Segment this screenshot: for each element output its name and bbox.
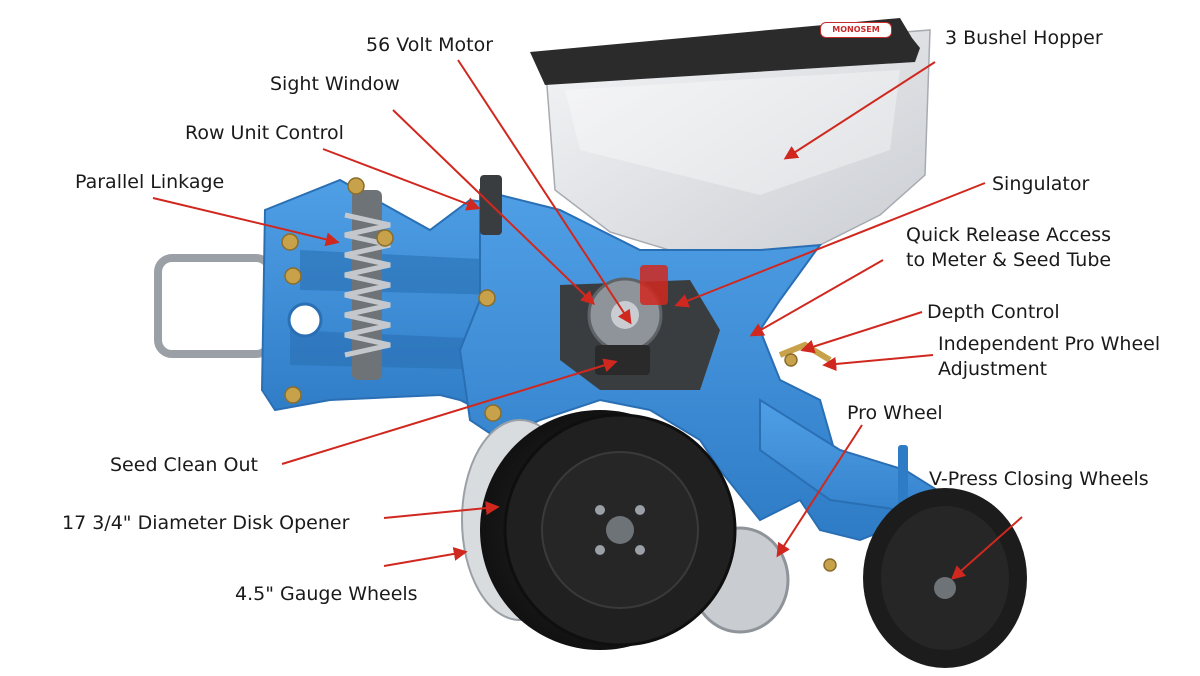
arrow-quick-release	[749, 259, 884, 337]
label-quick-release: Quick Release Access to Meter & Seed Tub…	[906, 224, 1112, 271]
frame-bolts	[281, 177, 837, 572]
label-pro-wheel-adjustment: Independent Pro Wheel Adjustment	[938, 333, 1161, 380]
label-parallel-linkage: Parallel Linkage	[75, 171, 225, 193]
arrow-pro-wheel-adjustment	[822, 354, 934, 371]
arrow-gauge-wheels	[383, 547, 468, 567]
label-row-unit-control: Row Unit Control	[185, 122, 344, 144]
label-sight-window: Sight Window	[270, 73, 400, 95]
label-gauge-wheels: 4.5" Gauge Wheels	[235, 583, 418, 605]
gauge-wheels	[461, 410, 737, 650]
callout-arrows	[152, 59, 1023, 580]
arrow-volt-motor	[457, 59, 632, 325]
arrow-parallel-linkage	[152, 197, 340, 247]
label-v-press-closing-wheels: V-Press Closing Wheels	[929, 468, 1149, 490]
arrow-disk-opener	[383, 501, 500, 519]
label-volt-motor: 56 Volt Motor	[366, 34, 494, 56]
label-pro-wheel: Pro Wheel	[847, 402, 943, 424]
arrow-row-unit-control	[322, 148, 481, 211]
arrow-sight-window	[392, 109, 596, 305]
shock-spring	[344, 190, 391, 380]
brand-logo: MONOSEM	[820, 22, 892, 38]
v-press-closing-wheel	[863, 488, 1027, 668]
label-seed-clean-out: Seed Clean Out	[110, 454, 258, 476]
arrow-singulator	[674, 182, 986, 308]
label-singulator: Singulator	[992, 173, 1090, 195]
label-bushel-hopper: 3 Bushel Hopper	[945, 27, 1103, 49]
arrow-pro-wheel	[776, 424, 863, 558]
arrow-v-press	[950, 516, 1023, 580]
arrow-seed-clean-out	[281, 358, 618, 465]
label-depth-control: Depth Control	[927, 301, 1060, 323]
label-disk-opener: 17 3/4" Diameter Disk Opener	[62, 512, 350, 534]
arrow-bushel-hopper	[783, 61, 936, 160]
arrow-depth-control	[800, 311, 923, 354]
